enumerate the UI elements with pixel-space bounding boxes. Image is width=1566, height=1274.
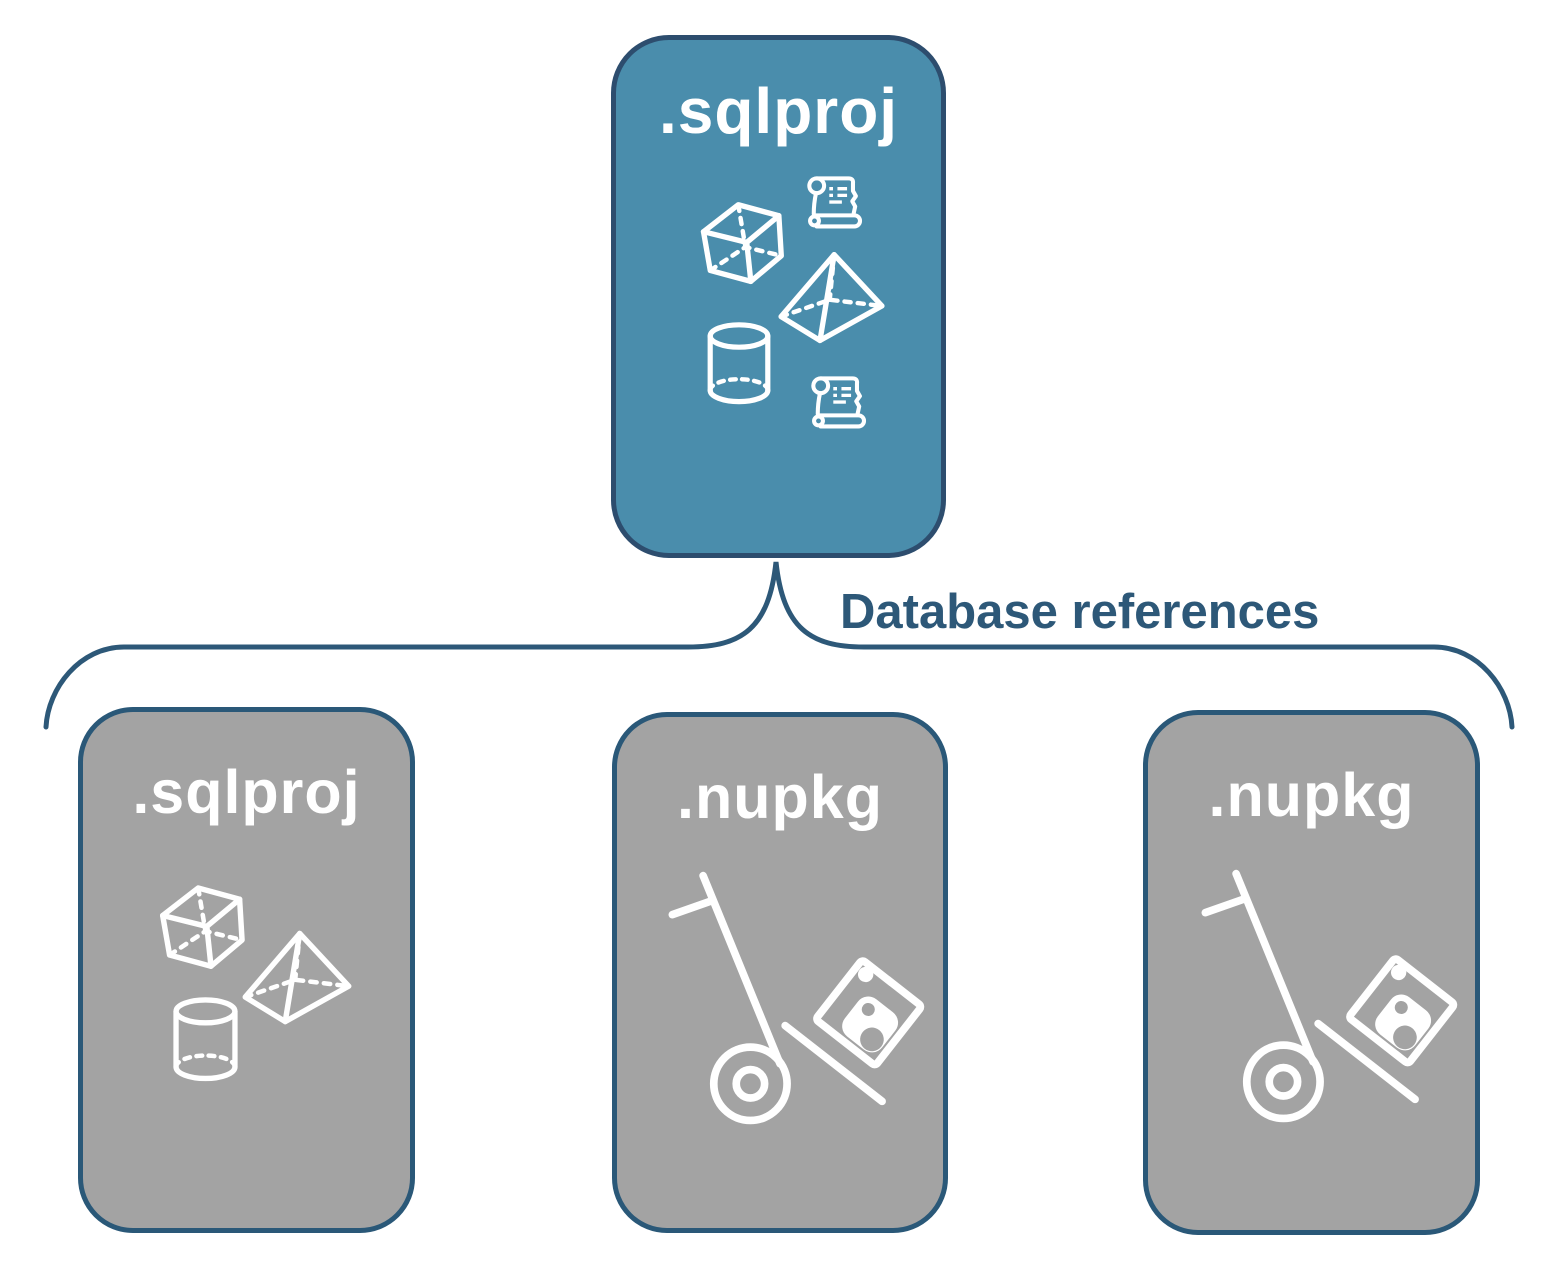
child-card-label: .nupkg: [677, 763, 883, 831]
child-card-label: .nupkg: [1208, 761, 1415, 829]
scroll-icon: [796, 166, 870, 244]
pyramid-icon: [238, 927, 356, 1029]
child-card-nupkg-2: .nupkg: [1143, 710, 1480, 1235]
connector-label: Database references: [840, 585, 1320, 639]
cylinder-icon: [168, 995, 243, 1085]
child-card-sqlproj: .sqlproj: [78, 707, 415, 1233]
dolly-package-icon: [657, 865, 929, 1137]
child-card-label: .sqlproj: [132, 758, 361, 826]
root-card-label: .sqlproj: [658, 75, 899, 147]
cylinder-icon: [702, 320, 776, 408]
child-card-nupkg-1: .nupkg: [612, 712, 948, 1233]
dolly-package-icon: [1190, 863, 1462, 1135]
root-card-sqlproj: .sqlproj: [611, 35, 946, 558]
pyramid-icon: [774, 248, 889, 348]
scroll-icon: [800, 366, 874, 444]
